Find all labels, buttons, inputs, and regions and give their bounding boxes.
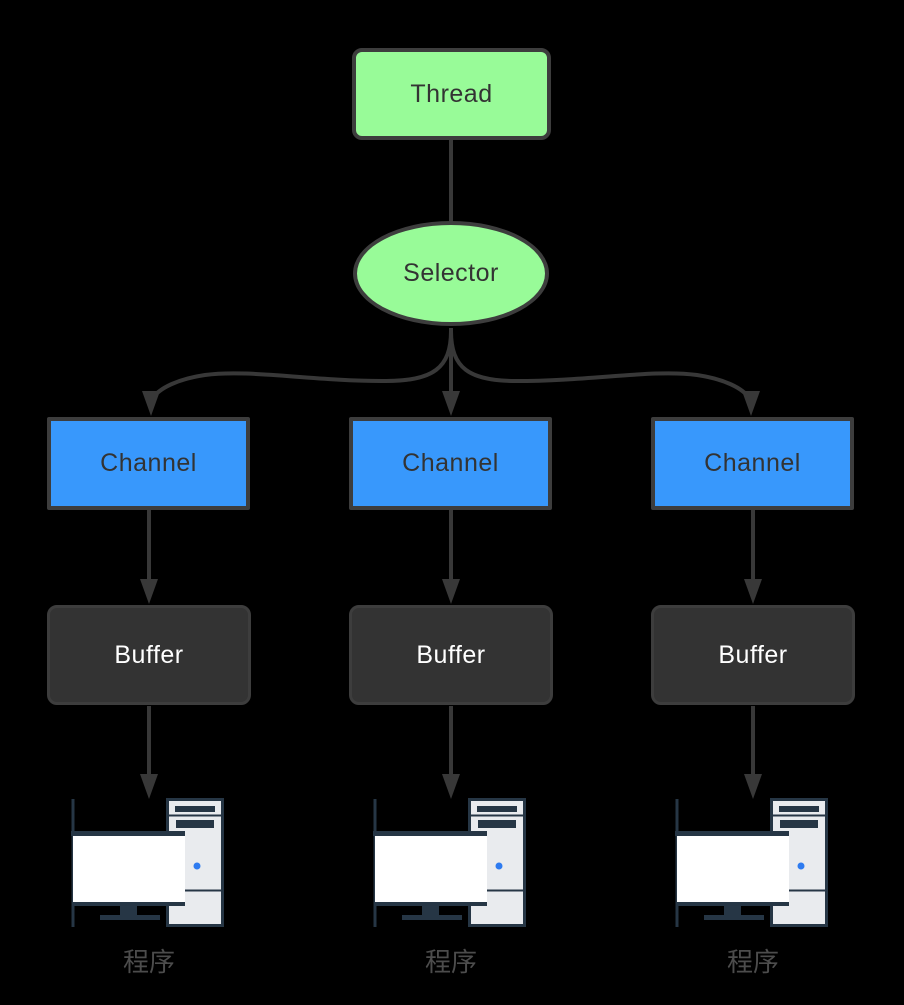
arrowhead	[742, 391, 760, 416]
tower-slot-2	[176, 820, 214, 828]
monitor-screen	[73, 836, 185, 902]
monitor-screen	[375, 836, 487, 902]
node-channel-label: Channel	[402, 449, 499, 477]
monitor-top-bezel	[675, 831, 789, 836]
computer-icon	[71, 798, 224, 927]
tower-slot-1	[175, 806, 215, 812]
arrowhead	[140, 774, 158, 799]
tower-slot-1	[779, 806, 819, 812]
monitor-stand-base	[704, 915, 764, 920]
node-channel-middle: Channel	[349, 417, 552, 510]
monitor-stand-neck	[724, 906, 741, 915]
tower-power-led	[193, 862, 201, 870]
node-buffer-label: Buffer	[416, 640, 486, 669]
monitor-bottom-bezel	[73, 902, 185, 906]
tower-power-led	[495, 862, 503, 870]
node-thread-label: Thread	[410, 79, 493, 108]
node-channel-label: Channel	[704, 449, 801, 477]
node-buffer-right: Buffer	[651, 605, 855, 705]
node-selector-label: Selector	[403, 259, 499, 287]
program-label: 程序	[122, 947, 175, 977]
monitor-stand-base	[402, 915, 462, 920]
node-channel-left: Channel	[47, 417, 250, 510]
tower-power-led	[797, 862, 805, 870]
monitor-top-bezel	[71, 831, 185, 836]
monitor-top-bezel	[373, 831, 487, 836]
arrowhead	[744, 774, 762, 799]
arrowhead	[744, 579, 762, 604]
monitor-bottom-bezel	[677, 902, 789, 906]
tower-slot-2	[780, 820, 818, 828]
node-selector: Selector	[353, 221, 549, 326]
node-channel-label: Channel	[100, 449, 197, 477]
monitor-bottom-bezel	[375, 902, 487, 906]
monitor-stand-base	[100, 915, 160, 920]
monitor-stand-neck	[422, 906, 439, 915]
monitor-screen	[677, 836, 789, 902]
node-buffer-label: Buffer	[718, 640, 788, 669]
tower-slot-2	[478, 820, 516, 828]
arrowhead	[140, 579, 158, 604]
node-thread: Thread	[352, 48, 551, 140]
edge-selector-to-channel-right	[449, 330, 752, 401]
node-channel-right: Channel	[651, 417, 854, 510]
node-buffer-label: Buffer	[114, 640, 184, 669]
tower-slot-1	[477, 806, 517, 812]
node-buffer-left: Buffer	[47, 605, 251, 705]
edge-selector-to-channel-left	[150, 330, 453, 401]
computer-icon	[373, 798, 526, 927]
arrowhead	[142, 391, 160, 416]
arrowhead	[442, 391, 460, 416]
node-buffer-middle: Buffer	[349, 605, 553, 705]
arrowhead	[442, 774, 460, 799]
arrowhead	[442, 579, 460, 604]
computer-icon	[675, 798, 828, 927]
monitor-stand-neck	[120, 906, 137, 915]
program-label: 程序	[424, 947, 477, 977]
program-label: 程序	[726, 947, 779, 977]
